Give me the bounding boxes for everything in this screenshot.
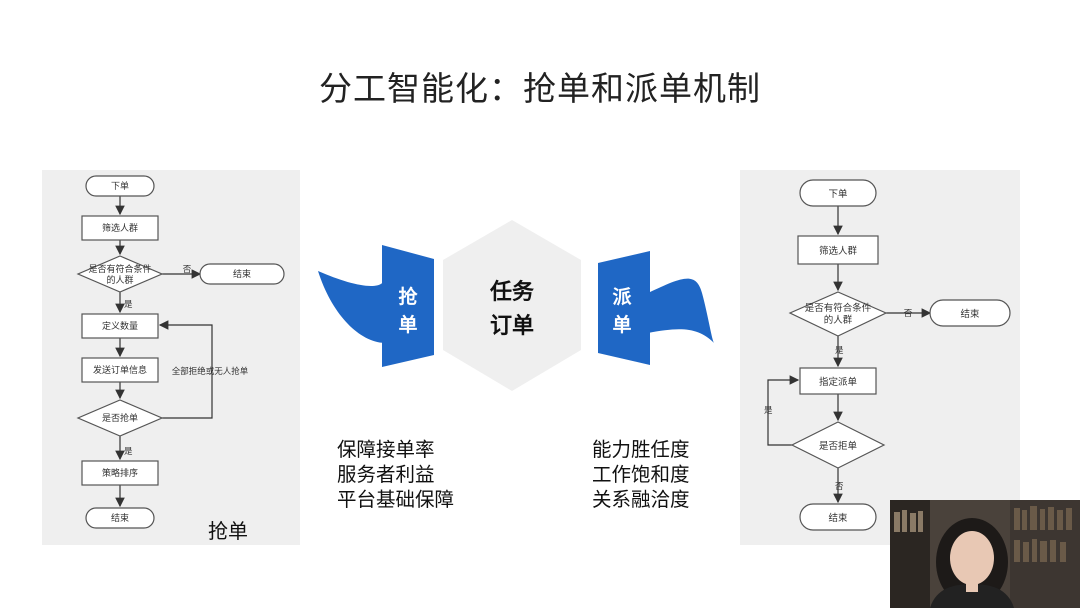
dispatch-check-label-1: 是否有符合条件 — [805, 302, 872, 314]
grab-all-reject-label: 全部拒绝或无人抢单 — [172, 366, 249, 377]
dispatch-yes-label: 是 — [835, 346, 844, 356]
grab-start-label: 下单 — [111, 180, 129, 192]
dispatch-end-right-node — [929, 299, 1011, 327]
grab-edges — [115, 196, 213, 508]
dispatch-flowchart: 下单 筛选人群 是否有符合条件 的人群 结束 指定派单 是否拒单 结束 否 是 … — [764, 179, 1011, 531]
left-swoosh — [318, 271, 386, 343]
grab-check-label-2: 的人群 — [106, 274, 133, 286]
grab-is-grab-label: 是否抢单 — [102, 412, 138, 424]
dispatch-benefit-item: 能力胜任度 — [592, 438, 690, 461]
dispatch-check-node — [788, 291, 888, 337]
grab-send-info-label: 发送订单信息 — [93, 364, 147, 376]
dispatch-filter-node — [797, 235, 879, 265]
grab-tag-char-1: 抢 — [398, 285, 418, 308]
center-graphic: 抢 单 任务 订单 派 单 — [318, 220, 714, 391]
grab-flowchart-panel: 下单 筛选人群 是否有符合条件 的人群 结束 定义数量 发送订单信息 是否抢单 … — [42, 170, 300, 545]
grab-caption: 抢单 — [208, 519, 248, 543]
grab-end-label: 结束 — [111, 512, 129, 524]
dispatch-end-node — [799, 503, 877, 531]
dispatch-tag-char-1: 派 — [612, 286, 632, 308]
dispatch-tag — [598, 251, 650, 365]
presenter-webcam — [890, 500, 1080, 608]
grab-end-top-node — [199, 263, 285, 285]
dispatch-is-reject-label: 是否拒单 — [819, 440, 858, 452]
task-hexagon — [443, 220, 581, 391]
dispatch-no-label: 否 — [904, 309, 913, 319]
dispatch-end-label: 结束 — [828, 512, 848, 524]
presenter-video-image — [890, 500, 1080, 608]
hex-label-1: 任务 — [489, 279, 535, 305]
dispatch-benefit-item: 工作饱和度 — [592, 463, 690, 486]
grab-yes-label: 是 — [124, 300, 133, 310]
dispatch-tag-char-2: 单 — [612, 313, 631, 336]
grab-benefit-item: 服务者利益 — [337, 463, 435, 486]
grab-end-node — [85, 507, 155, 529]
grab-check-node — [76, 255, 164, 293]
grab-check-label-1: 是否有符合条件 — [88, 263, 151, 275]
grab-end-top-label: 结束 — [233, 268, 251, 280]
dispatch-check-label-2: 的人群 — [824, 314, 853, 326]
dispatch-benefits-list: 能力胜任度 工作饱和度 关系融洽度 — [592, 437, 690, 512]
grab-yes2-label: 是 — [124, 447, 133, 457]
grab-start-node — [85, 175, 155, 197]
dispatch-flowchart-panel: 下单 筛选人群 是否有符合条件 的人群 结束 指定派单 是否拒单 结束 否 是 … — [740, 170, 1020, 545]
grab-filter-node — [81, 215, 159, 241]
dispatch-benefit-item: 关系融洽度 — [592, 488, 690, 511]
grab-strategy-node — [81, 460, 159, 486]
grab-tag-char-2: 单 — [398, 313, 417, 336]
dispatch-assign-node — [799, 367, 877, 395]
grab-define-qty-node — [81, 313, 159, 339]
grab-benefits-list: 保障接单率 服务者利益 平台基础保障 — [337, 437, 454, 512]
grab-strategy-label: 策略排序 — [102, 467, 138, 479]
dispatch-is-reject-node — [790, 421, 886, 469]
dispatch-end-right-label: 结束 — [960, 308, 980, 320]
right-swoosh — [648, 278, 714, 343]
grab-tag — [382, 245, 434, 367]
grab-no-label: 否 — [183, 265, 192, 275]
dispatch-start-node — [799, 179, 877, 207]
grab-define-qty-label: 定义数量 — [102, 320, 138, 332]
dispatch-assign-label: 指定派单 — [819, 376, 858, 388]
dispatch-start-label: 下单 — [828, 188, 848, 200]
grab-filter-label: 筛选人群 — [102, 222, 138, 234]
grab-flowchart: 下单 筛选人群 是否有符合条件 的人群 结束 定义数量 发送订单信息 是否抢单 … — [76, 175, 285, 529]
grab-benefit-item: 保障接单率 — [337, 438, 435, 461]
hex-label-2: 订单 — [490, 314, 534, 339]
slide-title: 分工智能化：抢单和派单机制 — [319, 69, 761, 108]
dispatch-no2-label: 否 — [835, 482, 844, 492]
dispatch-yes-loop-label: 是 — [764, 406, 773, 416]
grab-send-info-node — [81, 357, 159, 383]
grab-benefit-item: 平台基础保障 — [337, 488, 455, 511]
dispatch-edges — [767, 206, 932, 504]
grab-is-grab-node — [76, 399, 164, 437]
dispatch-filter-label: 筛选人群 — [819, 245, 858, 257]
